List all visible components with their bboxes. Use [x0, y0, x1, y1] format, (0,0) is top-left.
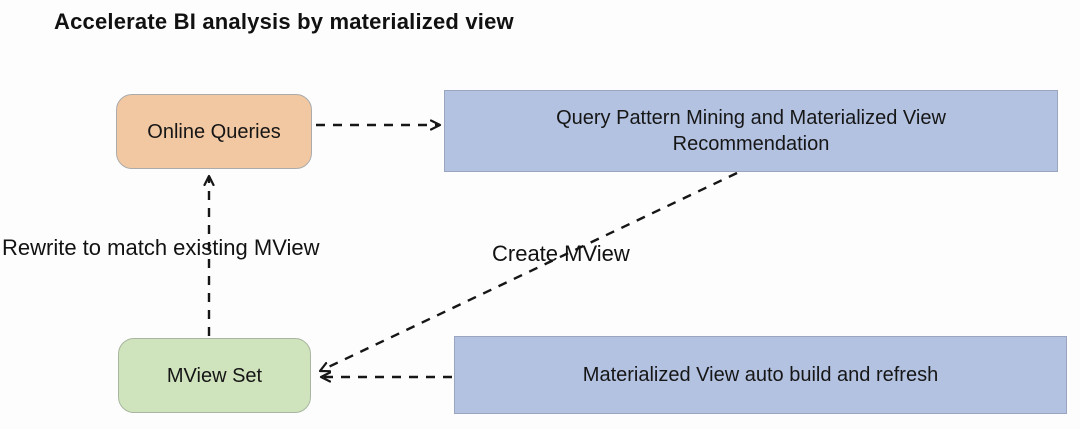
node-online-queries-label: Online Queries	[147, 120, 281, 143]
node-mview-set-label: MView Set	[166, 364, 263, 387]
node-query-pattern-mining-label: Query Pattern Mining and Materialized Vi…	[556, 107, 946, 155]
node-query-pattern-mining: Query Pattern Mining and Materialized Vi…	[444, 90, 1058, 172]
diagram-title: Accelerate BI analysis by materialized v…	[54, 9, 514, 34]
edge-label-rewrite-to-match: Rewrite to match existing MView	[2, 235, 320, 260]
edge-mining-to-mview-set-arrow	[320, 171, 738, 371]
node-auto-build-refresh-label: Materialized View auto build and refresh	[582, 364, 939, 386]
node-online-queries: Online Queries	[116, 94, 312, 169]
node-mview-set: MView Set	[118, 338, 311, 413]
node-auto-build-refresh: Materialized View auto build and refresh	[454, 336, 1067, 414]
edge-label-create-mview: Create MView	[492, 241, 630, 266]
